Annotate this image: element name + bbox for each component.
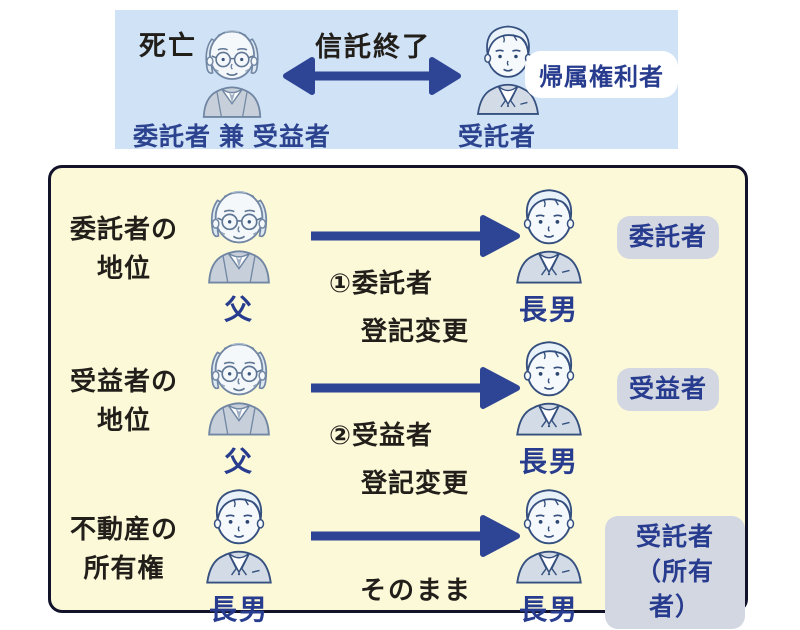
row-label-line2: 地位 — [96, 253, 151, 283]
from-person: 長男 — [189, 478, 289, 628]
arrow-caption-line1: ②受益者 — [329, 420, 434, 450]
transfer-arrow-group: ①委託者 登記変更 — [309, 214, 523, 348]
trust-end-label: 信託終了 — [315, 32, 431, 62]
row-label-line1: 不動産の — [69, 514, 178, 544]
elderly-man-avatar — [202, 29, 262, 118]
status-badge-line1: 受託者 — [635, 523, 714, 551]
status-badge-line1: 委託者 — [629, 223, 708, 251]
to-person-name: 長男 — [518, 594, 579, 625]
elderly-man-avatar — [208, 190, 270, 284]
row-label: 不動産の 所有権 — [57, 510, 191, 588]
row-label-line2: 所有権 — [83, 553, 165, 583]
elderly-man-avatar — [208, 342, 270, 436]
double-arrow-icon — [283, 57, 461, 95]
from-person-name: 父 — [223, 446, 254, 477]
arrow-caption-line1: ①委託者 — [329, 268, 434, 298]
trustor-beneficiary-label: 委託者 兼 受益者 — [133, 123, 331, 151]
row-label-line1: 受益者の — [69, 366, 178, 396]
row-beneficiary-status: 受益者の 地位 父 ②受益者 登記変更 長男 受益者 — [51, 326, 745, 498]
status-badge: 受託者 （所有者） — [605, 516, 745, 629]
arrow-caption-line1: そのまま — [359, 575, 472, 605]
row-label: 受益者の 地位 — [57, 362, 191, 440]
death-label: 死亡 — [139, 31, 197, 61]
to-person: 長男 — [499, 330, 599, 480]
right-arrow-icon — [311, 515, 520, 557]
from-person-name: 父 — [223, 294, 254, 325]
trustee-label: 受託者 — [457, 123, 536, 151]
row-label-line1: 委託者の — [69, 214, 178, 244]
status-badge: 委託者 — [617, 216, 720, 259]
row-label-line2: 地位 — [96, 405, 151, 435]
young-man-avatar — [516, 341, 582, 436]
to-person: 長男 — [499, 178, 599, 328]
row-label: 委託者の 地位 — [57, 210, 191, 288]
status-badge-line1: 受益者 — [629, 375, 708, 403]
to-person-name: 長男 — [518, 446, 579, 477]
young-man-avatar — [516, 489, 582, 584]
status-transfer-panel: 委託者の 地位 父 ①委託者 登記変更 長男 委託者 — [48, 165, 748, 629]
transfer-arrow-group: そのまま — [309, 514, 523, 607]
right-arrow-icon — [311, 215, 520, 257]
right-arrow-icon — [311, 367, 520, 409]
to-person: 長男 — [499, 478, 599, 628]
from-person: 父 — [189, 178, 289, 328]
from-person-name: 長男 — [208, 594, 269, 625]
from-person: 父 — [189, 330, 289, 480]
young-man-avatar — [206, 489, 272, 584]
status-badge-line2: （所有者） — [635, 558, 714, 621]
transfer-arrow-group: ②受益者 登記変更 — [309, 366, 523, 500]
arrow-caption-line2: 登記変更 — [361, 468, 470, 498]
young-man-avatar — [516, 189, 582, 284]
trust-end-panel: 死亡 信託終了 帰属権利者 委託者 兼 受益者 受託者 — [115, 10, 678, 151]
row-property-ownership: 不動産の 所有権 長男 そのまま 長男 受託者 （所有者） — [51, 474, 745, 629]
to-person-name: 長男 — [518, 294, 579, 325]
arrow-caption-line2: 登記変更 — [361, 316, 470, 346]
status-badge: 受益者 — [617, 368, 720, 411]
row-trustor-status: 委託者の 地位 父 ①委託者 登記変更 長男 委託者 — [51, 174, 745, 346]
vested-rights-holder-badge: 帰属権利者 — [525, 51, 678, 98]
